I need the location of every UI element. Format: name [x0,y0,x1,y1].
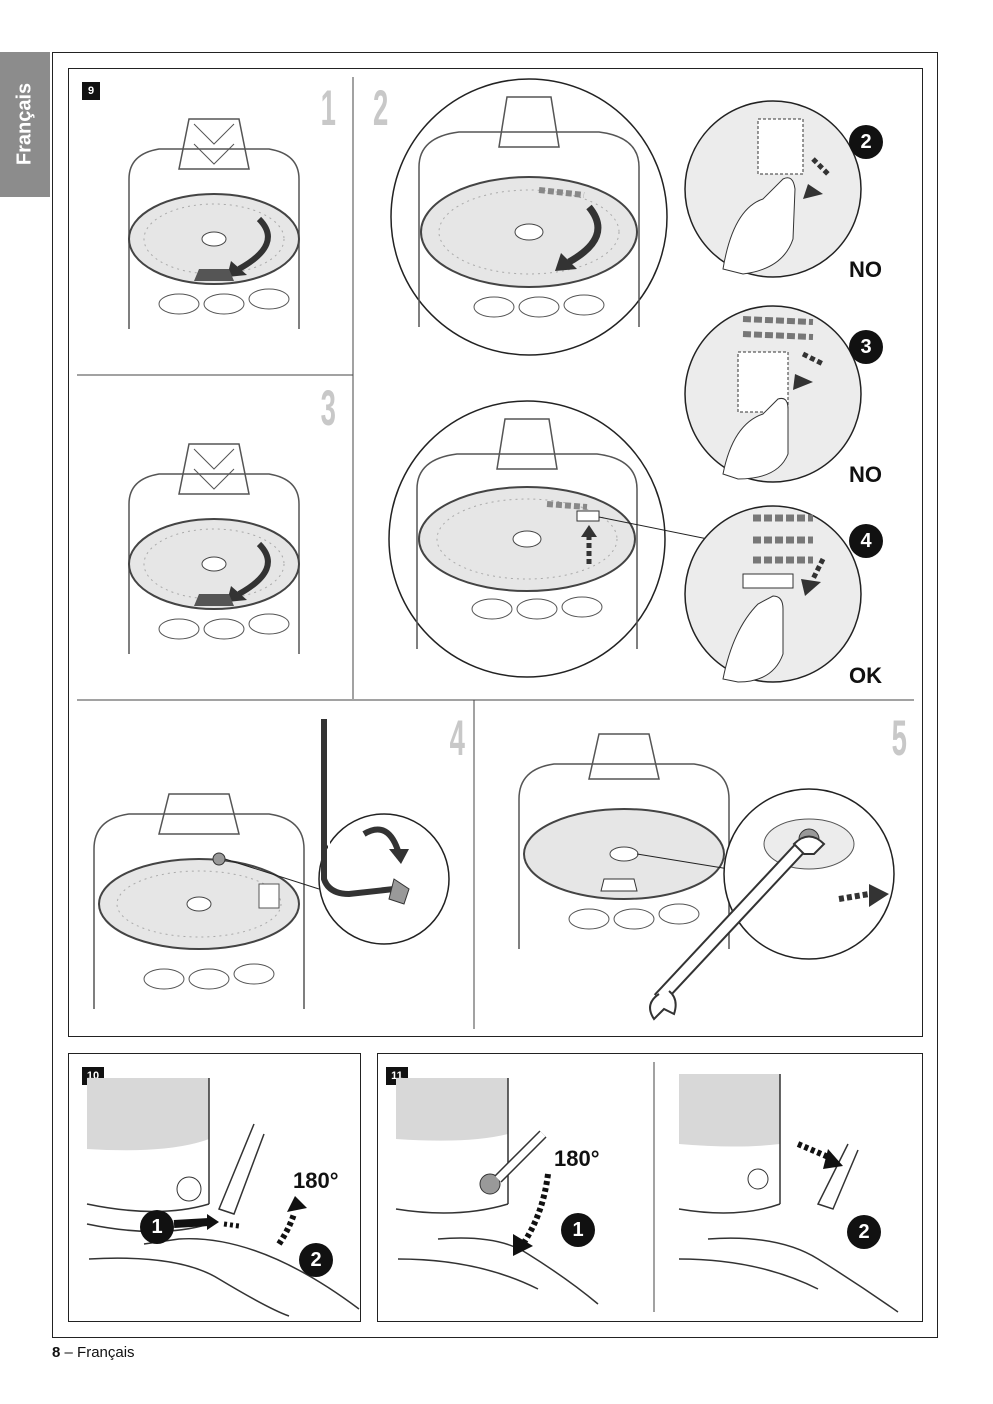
fig11-illustration [395,1062,899,1313]
figure-10-panel: 10 180° 1 2 [68,1053,361,1322]
motor-illustration-step3 [128,443,300,654]
step-number-3: 3 [320,380,336,436]
badge-4: 4 [849,524,883,558]
step-number-5: 5 [891,710,907,766]
badge-2: 2 [849,125,883,159]
footer-separator: – [60,1344,78,1361]
figure-9-number: 9 [82,82,100,100]
step-number-1: 1 [320,80,336,136]
label-no-1: NO [849,257,882,282]
detail-circle-no-1 [684,100,862,278]
detail-circle-no-2 [684,305,862,483]
fig11-angle: 180° [554,1146,600,1171]
fig11-badge-2: 2 [847,1215,881,1249]
step-number-4: 4 [449,710,465,766]
detail-circle-ok [684,505,862,683]
motor-illustration-step4 [93,719,450,1009]
language-tab: Français [0,52,50,197]
motor-illustration-step1 [128,118,300,329]
page-number: 8 [52,1344,61,1361]
step2-zoom-upper [390,78,668,356]
fig11-badge-1: 1 [561,1213,595,1247]
figure-9-dividers [77,77,914,1029]
page-footer: 8 – Français [52,1344,135,1361]
page-frame [52,52,938,1338]
motor-illustration-step5 [518,733,895,1021]
footer-language: Français [77,1344,135,1361]
label-no-2: NO [849,462,882,487]
fig10-angle: 180° [293,1168,339,1193]
fig10-badge-1: 1 [140,1210,174,1244]
step2-zoom-lower [388,400,758,678]
fig10-badge-2: 2 [299,1243,333,1277]
step-number-2: 2 [373,80,388,136]
badge-3: 3 [849,330,883,364]
label-ok: OK [849,663,882,688]
fig10-illustration [86,1078,360,1317]
language-tab-label: Français [13,82,36,166]
figure-11-panel: 11 180° 1 2 [377,1053,923,1322]
figure-9-panel: 9 1 2 3 4 5 [68,68,923,1037]
